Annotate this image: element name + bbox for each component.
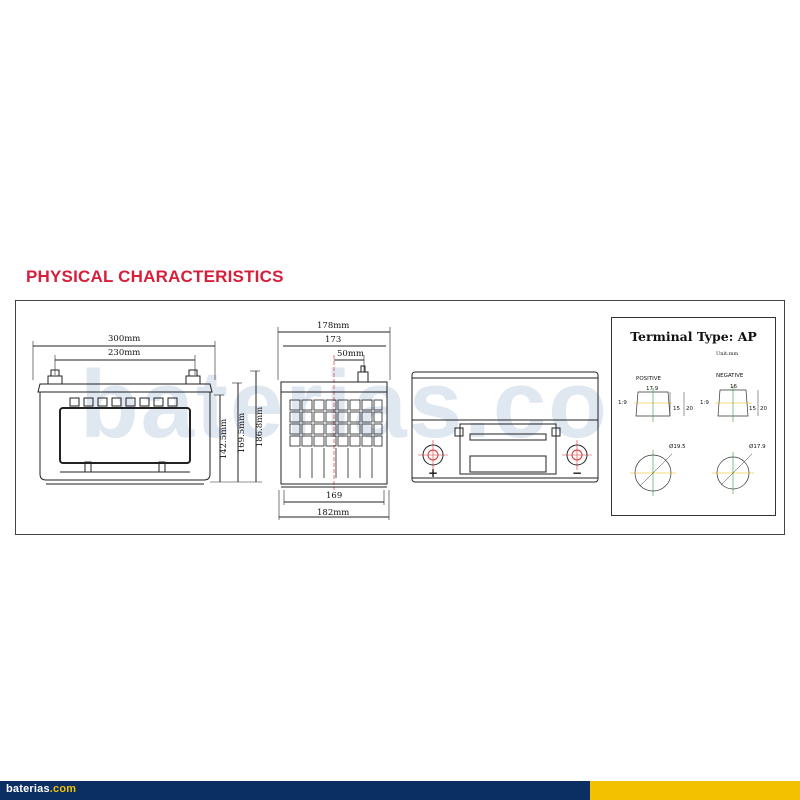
page-title: PHYSICAL CHARACTERISTICS bbox=[26, 267, 284, 286]
battery-end-view bbox=[277, 327, 391, 520]
terminal-panel: Terminal Type: AP Unit:mm POSITIVE NEGAT… bbox=[611, 317, 776, 516]
negative-top-dim: 16 bbox=[730, 384, 737, 390]
positive-top-dim: 17.9 bbox=[646, 386, 659, 392]
battery-side-view bbox=[32, 341, 262, 485]
diagram-frame bbox=[15, 300, 785, 535]
footer-blue-band bbox=[0, 781, 590, 800]
end-top-outer-label: 178mm bbox=[317, 321, 350, 331]
brand-logo-main: baterias bbox=[6, 783, 50, 795]
terminal-drawings bbox=[630, 386, 759, 496]
total-height-label: 186.8mm bbox=[255, 406, 266, 448]
footer-yellow-band bbox=[590, 781, 800, 800]
positive-label: POSITIVE bbox=[636, 376, 661, 382]
positive-side-dim: 20 bbox=[686, 406, 693, 412]
negative-mark: − bbox=[572, 466, 583, 480]
overall-length-label: 300mm bbox=[108, 334, 141, 344]
negative-label: NEGATIVE bbox=[716, 373, 744, 379]
brand-logo-suffix: .com bbox=[49, 783, 77, 795]
negative-diameter: Ø17.9 bbox=[749, 444, 766, 450]
unit-label: Unit:mm bbox=[716, 351, 739, 357]
end-bottom-outer-label: 182mm bbox=[317, 508, 350, 518]
negative-side-dim: 20 bbox=[760, 406, 767, 412]
terminal-type-title: Terminal Type: AP bbox=[630, 329, 757, 344]
terminal-offset-label: 50mm bbox=[337, 349, 364, 359]
negative-taper: 1:9 bbox=[700, 400, 709, 406]
positive-height-dim: 15 bbox=[673, 406, 680, 412]
positive-diameter: Ø19.5 bbox=[669, 444, 686, 450]
positive-mark: + bbox=[428, 466, 439, 480]
end-bottom-inner-label: 169 bbox=[326, 491, 343, 501]
positive-taper: 1:9 bbox=[618, 400, 627, 406]
terminal-spacing-label: 230mm bbox=[108, 348, 141, 358]
lid-height-label: 169.5mm bbox=[237, 412, 248, 454]
box-height-label: 142.5mm bbox=[219, 418, 230, 460]
brand-logo[interactable]: baterias.com bbox=[6, 783, 76, 795]
end-top-inner-label: 173 bbox=[325, 335, 342, 345]
battery-top-view bbox=[411, 371, 599, 483]
negative-height-dim: 15 bbox=[749, 406, 756, 412]
footer-bar: baterias.com bbox=[0, 781, 800, 800]
